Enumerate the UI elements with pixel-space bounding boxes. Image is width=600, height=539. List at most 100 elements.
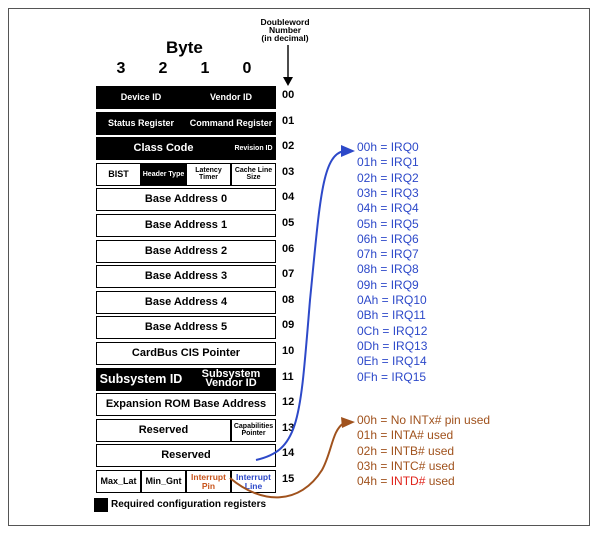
register-cell: Subsystem ID bbox=[96, 367, 186, 391]
intx-highlight: INTD# bbox=[390, 474, 426, 489]
register-cell: Base Address 4 bbox=[96, 290, 276, 314]
doubleword-number: 05 bbox=[282, 217, 295, 229]
doubleword-number: 04 bbox=[282, 191, 295, 204]
register-cell: Command Register bbox=[186, 111, 276, 135]
doubleword-number: 15 bbox=[282, 473, 295, 485]
irq-value: 0Dh = IRQ13 bbox=[357, 338, 428, 353]
register-row: Base Address 0 bbox=[96, 188, 276, 213]
register-cell: Capabilities Pointer bbox=[231, 418, 276, 442]
register-cell: Interrupt Pin bbox=[186, 470, 231, 493]
intx-text: 00h = No INTx# pin used bbox=[357, 413, 491, 427]
intx-text: 02h = INTB# used bbox=[357, 443, 455, 458]
doubleword-label-line: (in decimal) bbox=[261, 33, 309, 43]
doubleword-number: 08 bbox=[282, 293, 295, 306]
register-row: Reserved bbox=[96, 444, 276, 469]
byte-number-3: 3 bbox=[116, 60, 126, 77]
interrupt-line-arrow bbox=[255, 150, 345, 461]
byte-title: Byte bbox=[166, 38, 203, 57]
register-cell: Status Register bbox=[96, 111, 186, 135]
register-cell: Cache Line Size bbox=[231, 162, 276, 186]
doubleword-number: 10 bbox=[282, 345, 295, 357]
doubleword-label-line: Number bbox=[268, 25, 302, 35]
irq-value: 05h = IRQ5 bbox=[357, 216, 419, 231]
register-row: CardBus CIS Pointer bbox=[96, 342, 276, 367]
byte-number-1: 1 bbox=[200, 60, 210, 77]
doubleword-number: 09 bbox=[282, 319, 295, 332]
figure-frame bbox=[8, 8, 590, 526]
doubleword-number: 13 bbox=[282, 421, 295, 434]
register-cell: Vendor ID bbox=[186, 86, 276, 109]
register-row: Base Address 4 bbox=[96, 290, 276, 316]
register-row: Expansion ROM Base Address bbox=[96, 393, 276, 418]
irq-value: 04h = IRQ4 bbox=[357, 201, 419, 216]
irq-value: 02h = IRQ2 bbox=[357, 170, 419, 185]
intx-value: 02h = INTB# used bbox=[357, 444, 454, 458]
register-cell: Base Address 2 bbox=[96, 239, 276, 263]
interrupt-pin-arrowhead bbox=[341, 417, 355, 428]
register-cell: Class Code bbox=[96, 137, 231, 161]
intx-value: 03h = INTC# used bbox=[357, 459, 455, 473]
irq-value: 0Eh = IRQ14 bbox=[357, 354, 427, 369]
register-row: Base Address 1 bbox=[96, 214, 276, 239]
legend-swatch bbox=[94, 498, 108, 512]
irq-value: 01h = IRQ1 bbox=[357, 155, 419, 170]
doubleword-number: 12 bbox=[282, 396, 295, 409]
register-cell: Revision ID bbox=[231, 137, 276, 161]
register-cell: Base Address 1 bbox=[96, 214, 276, 237]
intx-text: 01h = INTA# used bbox=[357, 428, 454, 443]
register-cell: Device ID bbox=[96, 86, 186, 109]
doubleword-number: 01 bbox=[282, 114, 295, 127]
register-cell: Reserved bbox=[96, 418, 231, 442]
register-cell: BIST bbox=[96, 162, 141, 186]
register-cell: Base Address 0 bbox=[96, 188, 276, 212]
irq-value: 09h = IRQ9 bbox=[357, 277, 419, 292]
doubleword-number: 03 bbox=[282, 165, 295, 178]
byte-number-2: 2 bbox=[158, 60, 168, 77]
irq-value: 03h = IRQ3 bbox=[357, 185, 419, 200]
doubleword-label-line: Doubleword bbox=[260, 17, 310, 27]
register-cell: Max_Lat bbox=[96, 470, 141, 493]
irq-value: 0Ah = IRQ10 bbox=[357, 293, 427, 307]
interrupt-line-arrowhead bbox=[341, 145, 355, 157]
register-row: Base Address 3 bbox=[96, 265, 276, 290]
irq-value: 07h = IRQ7 bbox=[357, 247, 419, 262]
register-cell: Subsystem Vendor ID bbox=[186, 367, 276, 391]
intx-text: 04h = bbox=[357, 474, 391, 489]
down-arrow-icon bbox=[283, 45, 293, 86]
register-cell: Reserved bbox=[96, 444, 276, 468]
intx-value: 00h = No INTx# pin used bbox=[357, 413, 490, 427]
irq-value: 0Bh = IRQ11 bbox=[357, 308, 426, 323]
register-cell: Header Type bbox=[141, 162, 186, 186]
register-cell: Min_Gnt bbox=[141, 470, 186, 493]
byte-number-0: 0 bbox=[242, 60, 252, 77]
irq-value: 0Ch = IRQ12 bbox=[357, 323, 428, 338]
doubleword-number: 07 bbox=[282, 268, 295, 281]
irq-value: 00h = IRQ0 bbox=[357, 140, 419, 154]
register-cell: Base Address 5 bbox=[96, 316, 276, 340]
register-cell: CardBus CIS Pointer bbox=[96, 342, 276, 365]
doubleword-number: 02 bbox=[282, 140, 295, 153]
intx-value: 01h = INTA# used bbox=[357, 428, 453, 442]
doubleword-number: 11 bbox=[282, 370, 294, 383]
register-cell: Base Address 3 bbox=[96, 265, 276, 289]
doubleword-label: Doubleword Number (in decimal) bbox=[253, 17, 317, 43]
register-row: Base Address 5 bbox=[96, 316, 276, 341]
irq-value: 0Fh = IRQ15 bbox=[357, 369, 427, 384]
intx-value: 04h = INTD# used bbox=[357, 474, 455, 488]
intx-text: 03h = INTC# used bbox=[357, 458, 455, 473]
doubleword-number: 00 bbox=[282, 89, 295, 101]
register-cell: Expansion ROM Base Address bbox=[96, 393, 276, 417]
register-cell: Latency Timer bbox=[186, 162, 231, 186]
irq-value: 08h = IRQ8 bbox=[357, 262, 419, 277]
legend-label: Required configuration registers bbox=[111, 499, 267, 510]
register-row: Base Address 2 bbox=[96, 239, 276, 265]
doubleword-number: 14 bbox=[282, 447, 295, 460]
doubleword-number: 06 bbox=[282, 242, 295, 255]
